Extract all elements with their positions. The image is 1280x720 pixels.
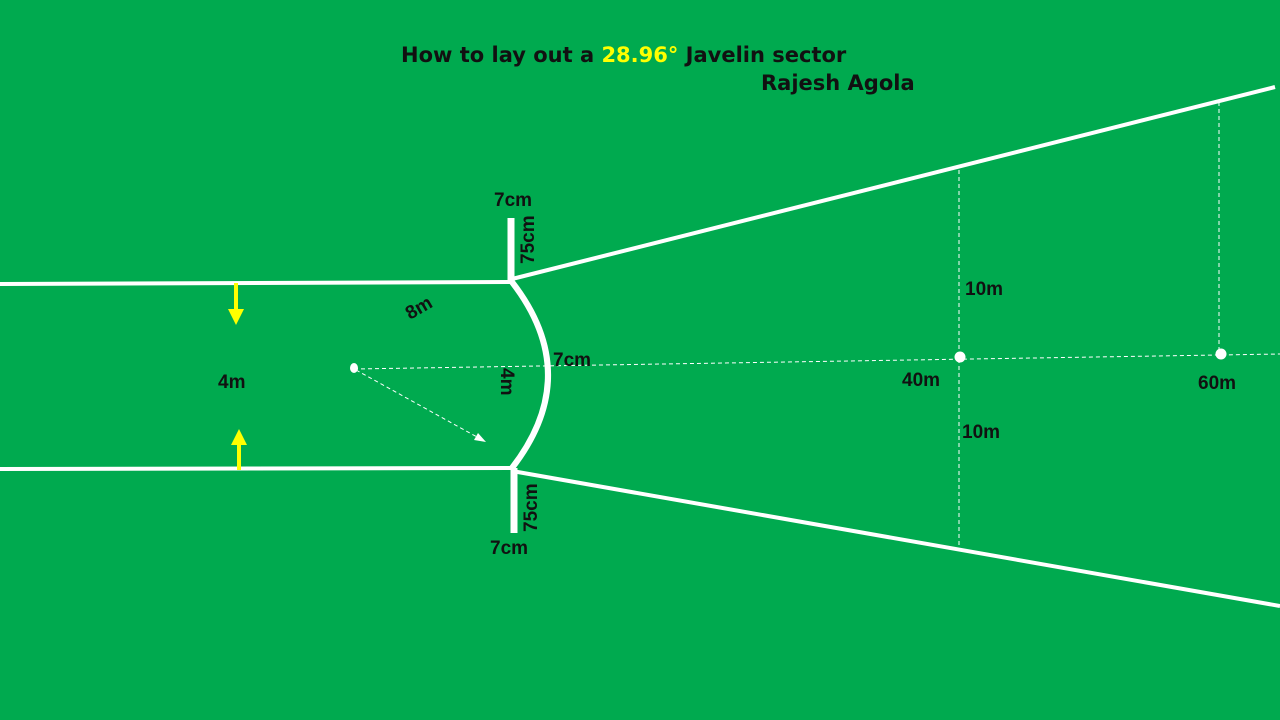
upper-offset-label: 10m <box>965 279 1003 300</box>
title-suffix: Javelin sector <box>678 43 847 67</box>
sector-lower-line <box>511 469 1280 608</box>
radius-pointer-dashed <box>355 369 478 438</box>
sector-upper-line <box>511 85 1276 281</box>
runway-width-label: 4m <box>218 372 245 393</box>
arc-center-point <box>350 363 358 373</box>
arrow-up-icon <box>231 429 247 470</box>
title-angle: 28.96° <box>601 43 678 67</box>
center-line-dashed <box>353 353 1280 370</box>
arrow-down-icon <box>228 283 244 325</box>
runway-bottom-line <box>0 466 513 471</box>
bottom-board-width-label: 7cm <box>490 538 528 559</box>
lower-offset-label: 10m <box>962 422 1000 443</box>
title-prefix: How to lay out a <box>401 43 601 67</box>
top-board-length-label: 75cm <box>518 215 539 264</box>
mark-40m-label: 40m <box>902 370 940 391</box>
mark-60m-label: 60m <box>1198 373 1236 394</box>
author-name: Rajesh Agola <box>761 71 915 95</box>
page-title: How to lay out a 28.96° Javelin sector <box>401 43 847 67</box>
arc-width-label: 7cm <box>553 350 591 371</box>
bottom-board-length-label: 75cm <box>521 483 542 532</box>
top-board-width-label: 7cm <box>494 190 532 211</box>
throwing-arc <box>509 280 551 470</box>
radius-pointer-arrowhead <box>474 433 486 442</box>
runway-top-line <box>0 280 513 286</box>
mark-60m-point <box>1215 348 1227 360</box>
arc-chord-label: 4m <box>496 368 517 395</box>
mark-40m-point <box>954 351 966 363</box>
